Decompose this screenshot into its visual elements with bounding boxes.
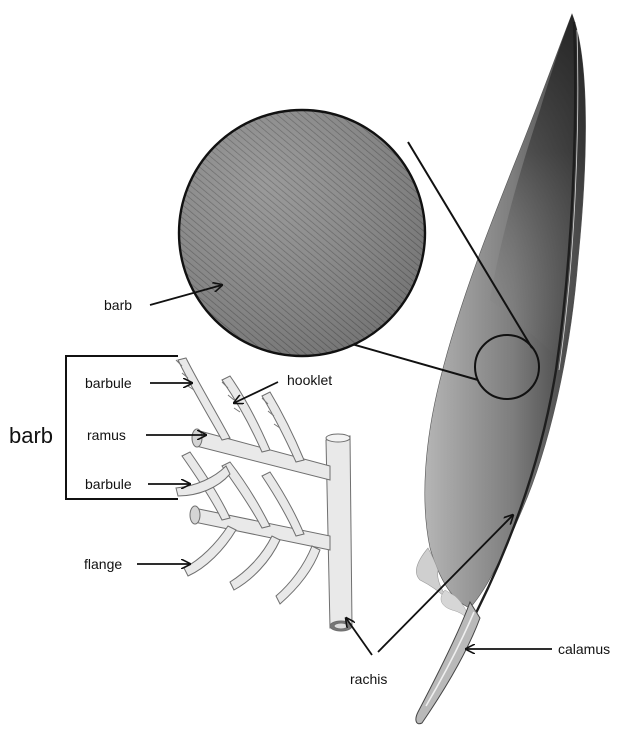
feather-calamus: [416, 602, 480, 724]
label-barb-circle: barb: [104, 297, 132, 313]
label-barb-bracket: barb: [9, 424, 53, 448]
label-calamus: calamus: [558, 641, 610, 657]
feather-vane: [416, 14, 585, 640]
label-hooklet: hooklet: [287, 372, 332, 388]
label-barbule-bottom: barbule: [85, 476, 132, 492]
label-rachis: rachis: [350, 671, 387, 687]
label-flange: flange: [84, 556, 122, 572]
arrow-rachis-structure: [346, 618, 372, 655]
label-ramus: ramus: [87, 427, 126, 443]
barb-structure: [176, 358, 352, 631]
zoom-circle: [179, 110, 425, 356]
label-barbule-top: barbule: [85, 375, 132, 391]
